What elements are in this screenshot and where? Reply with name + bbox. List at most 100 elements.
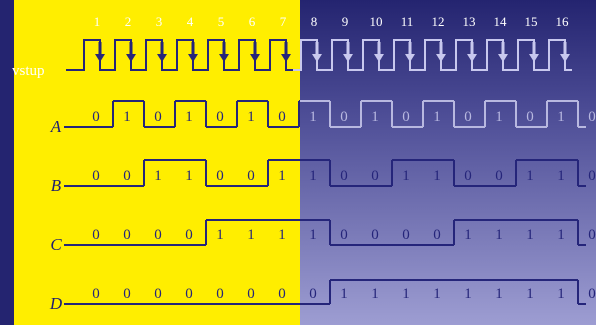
bit-value: 0	[588, 227, 596, 243]
falling-edge-arrowhead	[312, 54, 322, 62]
bit-value: 1	[309, 227, 317, 243]
clock-pulse	[169, 39, 200, 71]
falling-edge-arrowhead	[498, 54, 508, 62]
pulse-number: 8	[311, 14, 318, 29]
bit-value: 1	[495, 109, 503, 125]
clock-pulse	[510, 39, 541, 71]
bit-value: 1	[526, 227, 534, 243]
pulse-number: 7	[280, 14, 287, 29]
clock-pulse	[417, 39, 448, 71]
bit-value: 0	[588, 168, 596, 184]
left-yellow-panel	[0, 0, 300, 325]
clock-pulse	[138, 39, 169, 71]
falling-edge-arrowhead	[374, 54, 384, 62]
clock-pulse	[200, 39, 231, 71]
bit-value: 0	[216, 168, 224, 184]
bit-value: 0	[92, 168, 100, 184]
falling-edge-arrowhead	[95, 54, 105, 62]
pulse-number: 10	[370, 14, 383, 29]
clock-pulse	[66, 39, 107, 71]
clock-pulse	[355, 39, 386, 71]
falling-edge-arrowhead	[405, 54, 415, 62]
bit-value: 1	[526, 168, 534, 184]
bit-value: 0	[402, 109, 410, 125]
bit-value: 1	[495, 286, 503, 302]
left-dark-strip	[0, 0, 14, 325]
input-clock-signal	[66, 39, 572, 71]
bit-value: 0	[123, 227, 131, 243]
signal-label-b: B	[51, 176, 62, 195]
signal-label-c: C	[50, 235, 62, 254]
falling-edge-arrowhead	[560, 54, 570, 62]
bit-value: 1	[526, 286, 534, 302]
bit-value: 0	[340, 227, 348, 243]
clock-pulse	[448, 39, 479, 71]
bit-value: 0	[495, 168, 503, 184]
bit-value: 0	[123, 286, 131, 302]
bit-value: 1	[278, 168, 286, 184]
bit-value: 0	[588, 109, 596, 125]
bit-value: 0	[123, 168, 131, 184]
bit-value: 0	[464, 109, 472, 125]
bit-value: 1	[309, 109, 317, 125]
bit-value: 1	[402, 286, 410, 302]
bit-value: 1	[464, 227, 472, 243]
bit-value: 1	[557, 286, 565, 302]
bit-value: 0	[371, 227, 379, 243]
bit-value: 1	[433, 168, 441, 184]
bit-value: 1	[123, 109, 131, 125]
bit-value: 0	[371, 168, 379, 184]
bit-value: 0	[433, 227, 441, 243]
falling-edge-arrowhead	[126, 54, 136, 62]
pulse-number: 15	[525, 14, 538, 29]
pulse-number: 6	[249, 14, 256, 29]
bit-value: 0	[340, 168, 348, 184]
pulse-number: 11	[401, 14, 414, 29]
bit-value: 0	[216, 286, 224, 302]
bit-value: 1	[557, 168, 565, 184]
bit-value: 0	[154, 286, 162, 302]
bit-value: 1	[495, 227, 503, 243]
falling-edge-arrowhead	[436, 54, 446, 62]
bit-value: 0	[92, 286, 100, 302]
bit-value: 0	[247, 286, 255, 302]
bit-value: 0	[278, 286, 286, 302]
signal-label-d: D	[49, 294, 63, 313]
bit-value: 1	[185, 168, 193, 184]
falling-edge-arrowhead	[188, 54, 198, 62]
bit-value: 1	[433, 286, 441, 302]
pulse-number: 9	[342, 14, 349, 29]
bit-value: 1	[216, 227, 224, 243]
clock-pulse	[324, 39, 355, 71]
pulse-number: 2	[125, 14, 132, 29]
signal-label-a: A	[50, 117, 62, 136]
bit-value: 1	[185, 109, 193, 125]
bit-value: 0	[247, 168, 255, 184]
pulse-number: 4	[187, 14, 194, 29]
bit-value: 0	[278, 109, 286, 125]
falling-edge-arrowhead	[281, 54, 291, 62]
bit-value: 0	[92, 227, 100, 243]
falling-edge-arrowhead	[157, 54, 167, 62]
bit-value: 0	[185, 227, 193, 243]
bit-value: 1	[371, 109, 379, 125]
bit-value: 0	[588, 286, 596, 302]
bit-value: 1	[371, 286, 379, 302]
bit-value: 1	[557, 109, 565, 125]
pulse-number: 16	[556, 14, 570, 29]
bit-value: 0	[309, 286, 317, 302]
bit-value: 1	[154, 168, 162, 184]
bit-value: 0	[340, 109, 348, 125]
falling-edge-arrowhead	[529, 54, 539, 62]
bit-value: 0	[154, 109, 162, 125]
bit-value: 0	[154, 227, 162, 243]
bit-value: 1	[464, 286, 472, 302]
falling-edge-arrowhead	[250, 54, 260, 62]
bit-value: 0	[526, 109, 534, 125]
bit-value: 1	[247, 227, 255, 243]
bit-value: 1	[247, 109, 255, 125]
pulse-number: 12	[432, 14, 445, 29]
pulse-number: 3	[156, 14, 163, 29]
